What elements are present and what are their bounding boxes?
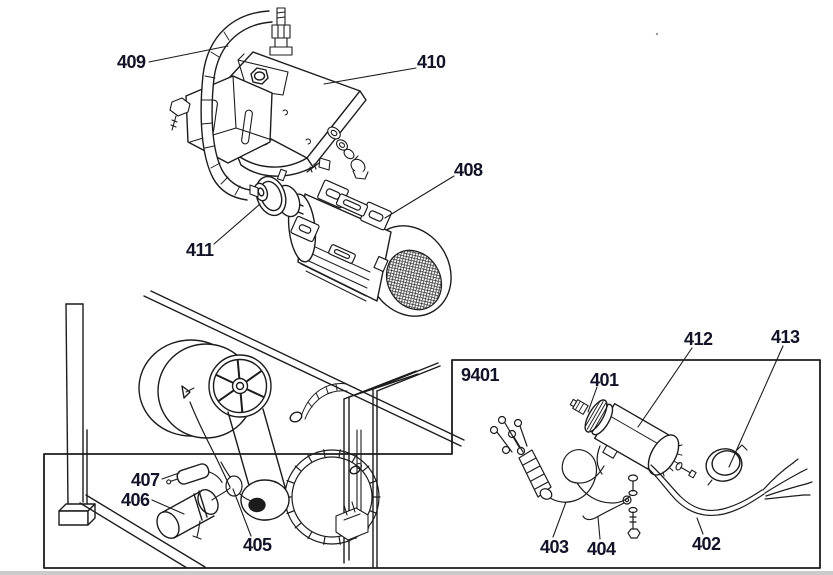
cabinet-frame <box>58 290 465 569</box>
condenser <box>166 463 223 485</box>
upper-fin-section <box>301 383 348 420</box>
motor <box>287 179 452 317</box>
mounting-bracket <box>185 75 273 164</box>
callout-401: 401 <box>590 370 619 390</box>
callout-411: 411 <box>186 240 214 260</box>
callout-403: 403 <box>540 537 569 557</box>
group-box <box>43 359 821 569</box>
support-rod <box>335 429 369 541</box>
callout-410: 410 <box>417 52 446 72</box>
callout-9401: 9401 <box>461 365 500 385</box>
spoked-pulley <box>208 354 272 418</box>
callout-413: 413 <box>771 327 800 347</box>
motor-pulley <box>240 479 290 521</box>
callout-409: 409 <box>117 52 146 72</box>
motor-fan-housing <box>283 449 381 545</box>
tension-band <box>200 10 273 201</box>
ground-wire <box>582 474 641 539</box>
band-bolt <box>269 7 293 56</box>
switch-assembly <box>569 398 697 479</box>
bracket-bolt <box>169 97 191 131</box>
fastener-stack <box>327 126 369 180</box>
callout-412: 412 <box>684 329 713 349</box>
page-speck <box>655 32 659 36</box>
leader-lines <box>148 45 784 540</box>
callout-406: 406 <box>121 490 150 510</box>
callout-408: 408 <box>454 160 483 180</box>
capacitor <box>156 487 231 540</box>
callout-407: 407 <box>131 470 160 490</box>
callout-404: 404 <box>587 539 616 559</box>
shaft-pulley <box>249 168 301 218</box>
callout-405: 405 <box>243 535 272 555</box>
bottom-bar <box>0 571 833 575</box>
power-cable <box>647 458 813 517</box>
wire-loop <box>220 461 256 503</box>
callout-402: 402 <box>692 534 721 554</box>
small-screw <box>306 157 331 173</box>
cover-cap <box>705 444 748 486</box>
